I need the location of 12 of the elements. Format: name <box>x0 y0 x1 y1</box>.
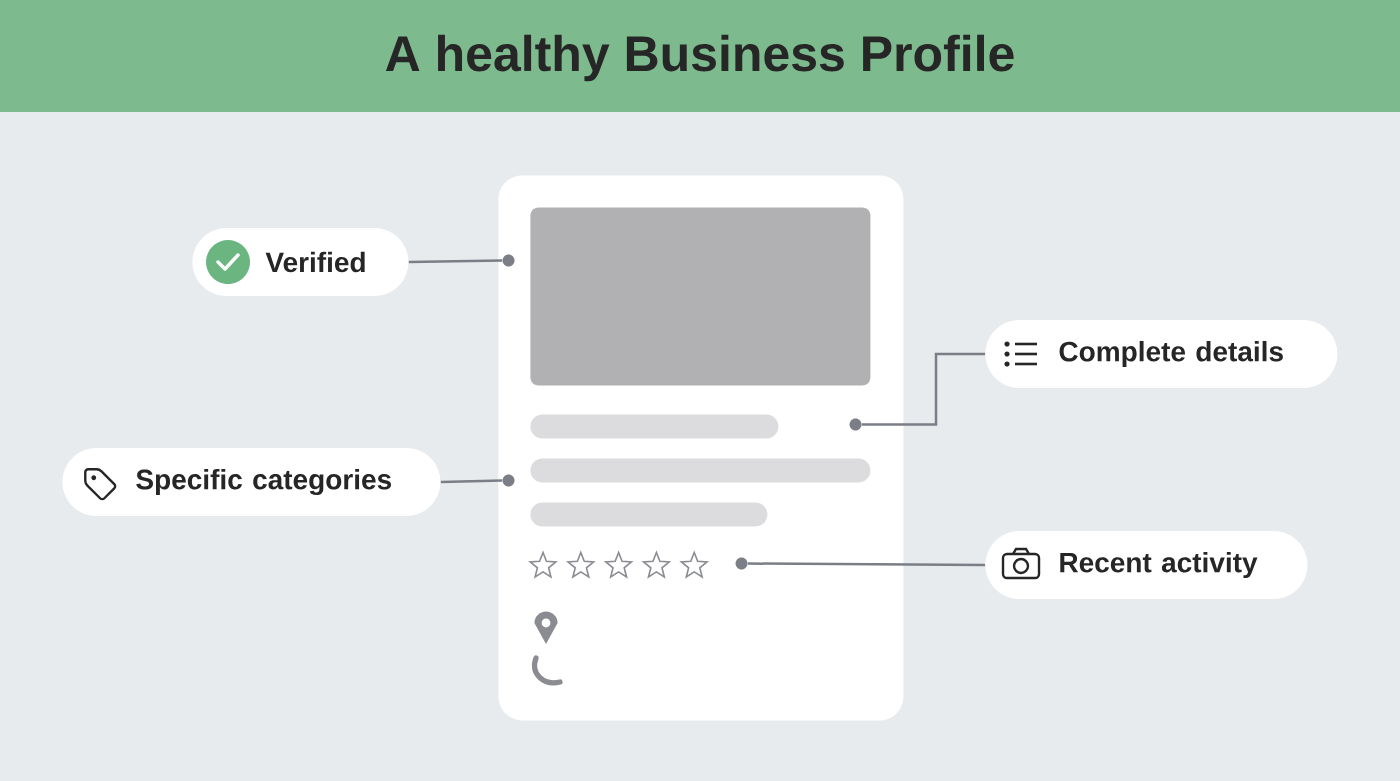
leader-line <box>408 259 503 264</box>
callout-pill: Recent activity <box>985 531 1308 599</box>
text-placeholder-bar <box>530 502 768 527</box>
title-banner: A healthy Business Profile <box>0 0 1400 112</box>
callout-pill: Complete details <box>985 320 1338 388</box>
photo-placeholder <box>530 207 871 386</box>
leader-line <box>440 479 503 484</box>
text-placeholder-bar <box>530 414 779 439</box>
callout-pill: Specific categories <box>62 448 441 516</box>
leader-line <box>861 352 985 426</box>
leader-line <box>747 562 986 567</box>
text-placeholder-bar <box>530 458 871 483</box>
